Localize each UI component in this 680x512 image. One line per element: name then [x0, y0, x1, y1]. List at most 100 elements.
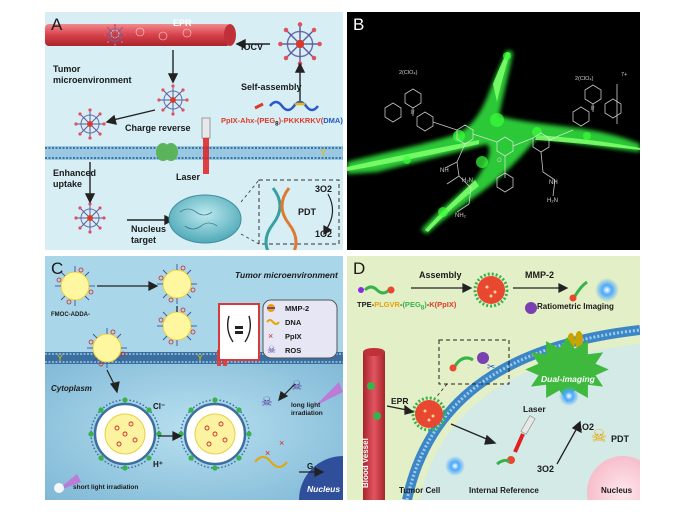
zoom-box — [258, 179, 340, 245]
nucleus-label: Nucleus — [601, 486, 633, 495]
legend-mmp2: MMP-2 — [285, 304, 310, 313]
panel-d-illustration: ✂ ☠ — [358, 272, 640, 500]
short-light-label: short light irradiation — [73, 484, 139, 491]
formula-peg: (PEG — [402, 300, 421, 309]
panel-letter: A — [51, 15, 63, 34]
laser-beam — [513, 433, 525, 453]
ppix-release: × × — [254, 438, 288, 468]
panel-d: ✂ ☠ D Assembly MMP-2 TPE-PLGVR-(PEG8)-K(… — [347, 256, 640, 500]
laser-beam — [203, 138, 209, 174]
formula-ppix: PpIX-Ahx-(PEG — [221, 116, 276, 125]
svg-text:Ir: Ir — [411, 110, 415, 116]
proton-ion-label: H⁺ — [153, 460, 163, 469]
formula-peg-close: ) — [424, 300, 427, 309]
long-light-beam — [315, 382, 343, 406]
counterion-left: 2(ClO₄) — [399, 70, 418, 76]
oxygen-in-label: 3O2 — [315, 184, 333, 194]
micelle-uptake — [73, 201, 107, 235]
formula-dash: - — [426, 300, 430, 309]
oxygen-in-label: 3O2 — [537, 464, 555, 474]
cytoplasm-label: Cytoplasm — [51, 384, 92, 393]
formula-dma: DMA — [323, 116, 341, 125]
ratiometric-imaging-label: Ratiometric Imaging — [537, 302, 614, 311]
laser-label: Laser — [523, 404, 546, 414]
oxygen-out-label: 1O2 — [577, 422, 595, 432]
svg-text:H₂N: H₂N — [547, 198, 558, 204]
micelle-entry — [86, 327, 128, 369]
formula-sub: 8 — [275, 120, 279, 128]
legend-box — [262, 299, 338, 359]
tpe-peptide — [363, 285, 391, 295]
blue-fluorescence-icon — [595, 278, 619, 302]
cell-membrane — [45, 146, 343, 160]
epr-label: EPR — [173, 18, 192, 28]
g-label: G — [307, 462, 314, 471]
pdt-skull-icon: ☠ — [591, 426, 607, 447]
panel-a: Y — [45, 12, 343, 250]
fluorescent-network — [347, 50, 640, 234]
peptide-chain — [269, 100, 319, 112]
svg-text:☠: ☠ — [267, 345, 276, 356]
long-light-label: long light irradiation — [291, 402, 323, 417]
chloride-ion-label: Cl⁻ — [153, 402, 166, 411]
dual-imaging-label: Dual-imaging — [541, 374, 595, 384]
panel-letter: C — [51, 259, 64, 278]
nucleus — [587, 456, 640, 500]
dual-imaging-burst — [525, 337, 609, 402]
oxygen-out-label: 1O2 — [315, 229, 333, 239]
laser-device — [201, 117, 211, 139]
svg-text:Y: Y — [57, 353, 63, 363]
assembly-label: Assembly — [419, 270, 462, 280]
membrane-receptor: Y — [320, 148, 327, 159]
counterion-right: 2(ClO₄) — [575, 76, 594, 82]
svg-text:✂: ✂ — [487, 362, 495, 373]
tumor-microenvironment-label: Tumor microenvironment — [53, 64, 132, 85]
legend-dna: DNA — [285, 318, 302, 327]
cell-right — [177, 396, 253, 472]
legend-ros: ROS — [285, 346, 302, 355]
svg-text:×: × — [265, 448, 270, 458]
svg-text:Ir: Ir — [591, 106, 595, 112]
svg-text:×: × — [268, 331, 273, 341]
cell-left — [87, 396, 163, 472]
formula-ppix: K(PpIX) — [429, 300, 457, 309]
formula-close: ) — [340, 116, 343, 125]
assembled-micelle — [473, 272, 509, 308]
svg-text:O: O — [497, 158, 502, 164]
charge-reverse-label: Charge reverse — [125, 123, 191, 133]
ros-skull-icon: ☠ — [291, 379, 303, 394]
formula-peptide: )-PKKKRKV( — [278, 116, 324, 125]
formula-sub: 8 — [420, 304, 425, 312]
nucleus-target-label: Nucleus target — [131, 224, 167, 245]
nucleus — [168, 194, 242, 244]
panel-letter: B — [353, 15, 365, 34]
formula-dash: - — [399, 300, 403, 309]
ros-skull-icon: ☠ — [261, 395, 273, 410]
blood-vessel — [45, 24, 230, 46]
tpe-formula: TPE-PLGVR-(PEG8)-K(PpIX) — [357, 300, 456, 312]
reagent-label: FMOC-ADDA- — [51, 312, 90, 318]
svg-text:Y: Y — [197, 353, 203, 363]
legend-ppix: PpIX — [285, 332, 302, 341]
pdt-label: PDT — [611, 434, 629, 444]
zoom-box — [438, 339, 510, 385]
tumor-cell-label: Tumor Cell — [399, 486, 441, 495]
svg-text:NH: NH — [440, 168, 449, 174]
formula-a: PpIX-Ahx-(PEG8)-PKKKRKV(DMA) — [221, 116, 343, 128]
micelle-tumor-env — [156, 83, 190, 117]
blood-vessel-label: Blood Vessel — [361, 438, 370, 488]
mmp2-label: MMP-2 — [525, 270, 554, 280]
enhanced-uptake-label: Enhanced uptake — [53, 168, 97, 189]
pdt-label: PDT — [298, 207, 316, 217]
micelle-top-right — [277, 21, 323, 67]
micelle-loaded — [156, 263, 198, 305]
svg-text:NH: NH — [549, 180, 558, 186]
mmp2-enzyme-icon — [525, 302, 537, 314]
panel-c-illustration: Y Y × ☠ ☠ ☠ — [45, 263, 343, 500]
micelle-vessel-1 — [103, 23, 127, 47]
nucleus — [299, 456, 343, 500]
laser-device — [520, 415, 536, 435]
svg-text:×: × — [279, 438, 284, 448]
